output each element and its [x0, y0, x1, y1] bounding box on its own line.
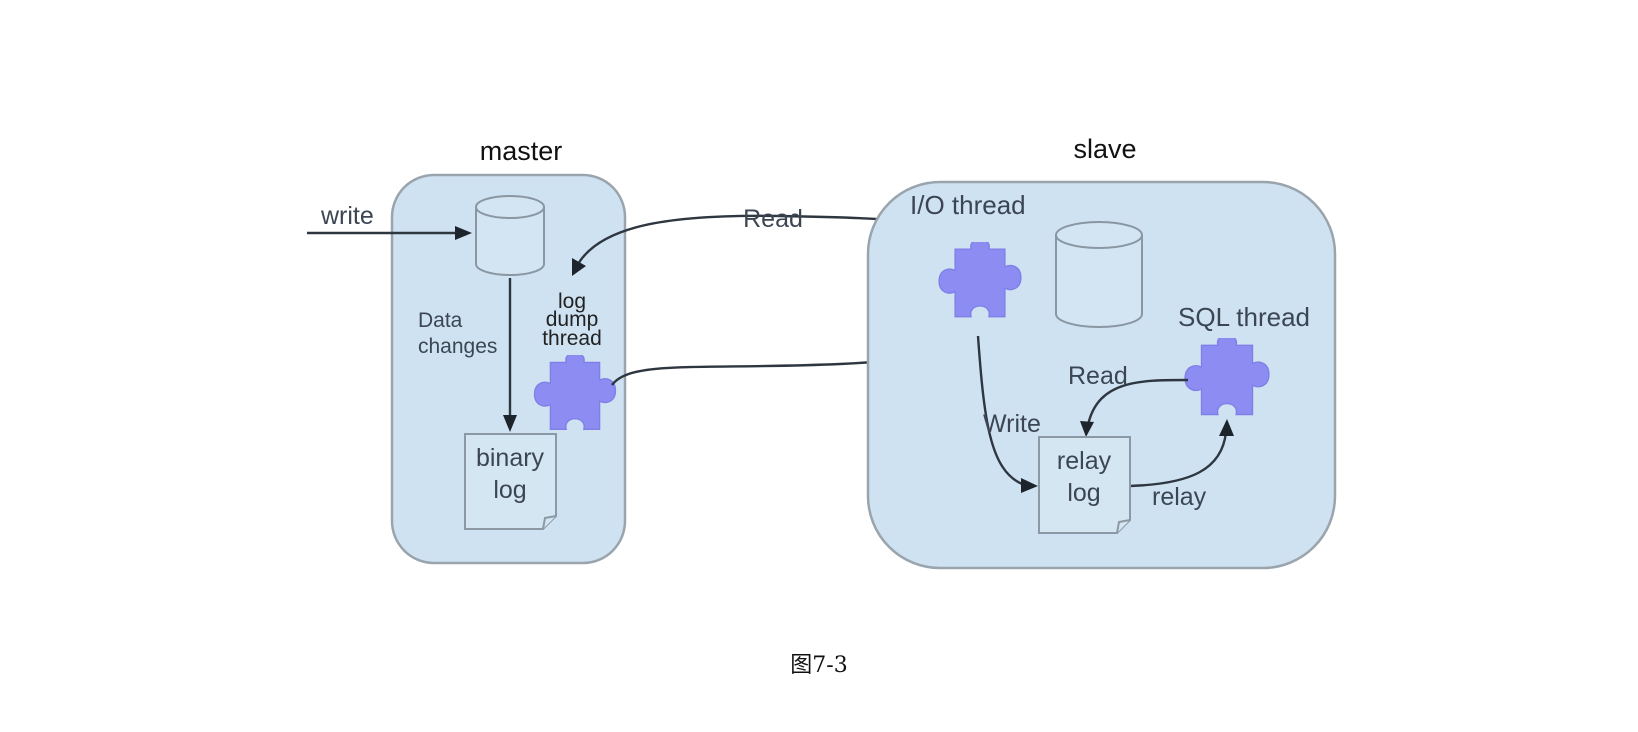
io-write-arrowhead — [1021, 478, 1038, 493]
binary-log-label-1: binary — [476, 444, 545, 472]
slave-database-icon — [1055, 221, 1143, 328]
relay-log-label-1: relay — [1057, 447, 1112, 475]
binary-log-label-2: log — [493, 476, 526, 504]
master-database-icon — [475, 195, 545, 276]
figure-caption: 图7-3 — [790, 653, 847, 678]
log-dump-label-1: log — [558, 290, 586, 313]
slave-group: slave I/O thread SQL thread Write Read r… — [866, 134, 1337, 570]
sql-read-arrow — [1086, 378, 1189, 426]
master-title: master — [480, 136, 563, 166]
log-dump-label-2: dump — [546, 308, 599, 331]
sql-read-label: Read — [1068, 362, 1128, 390]
binary-log-document: binary log — [464, 433, 557, 530]
data-changes-label-1: Data — [418, 309, 463, 332]
write-label: write — [320, 202, 374, 230]
io-read-arrowhead — [572, 258, 586, 276]
io-write-label: Write — [983, 410, 1041, 438]
write-arrowhead — [455, 226, 472, 240]
relay-log-label-2: log — [1067, 479, 1100, 507]
master-container — [390, 173, 627, 565]
relay-label: relay — [1152, 483, 1207, 511]
io-thread-label: I/O thread — [910, 190, 1026, 220]
log-dump-label-3: thread — [542, 327, 602, 350]
slave-title: slave — [1073, 134, 1136, 164]
relay-log-document: relay log — [1038, 436, 1131, 534]
relay-arrowhead — [1219, 419, 1234, 436]
data-changes-arrowhead — [503, 415, 517, 432]
io-write-arrow — [976, 335, 1023, 486]
sql-thread-label: SQL thread — [1178, 302, 1310, 332]
data-changes-label-2: changes — [418, 335, 497, 358]
io-read-label: Read — [743, 205, 803, 233]
sql-read-arrowhead — [1080, 421, 1094, 437]
relay-arrow — [1129, 431, 1228, 488]
master-group: master write Data changes log dump threa… — [307, 136, 627, 565]
